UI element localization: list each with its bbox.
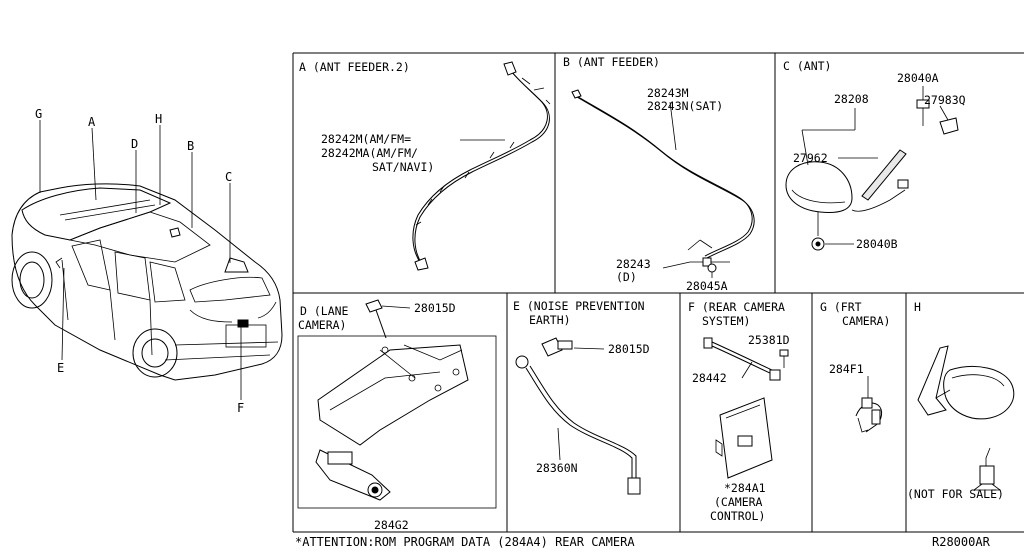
panel-grid [292,52,1024,533]
car-overview: G A D H B C E F [11,107,283,415]
part-28208: 28208 [834,92,869,106]
car-letter-b: B [187,139,194,153]
panel-g-title-1: G (FRT [820,300,862,314]
panel-b-title: B (ANT FEEDER) [563,55,660,69]
panel-d: D (LANE CAMERA) 28015D 284G2 [297,299,497,532]
part-28243m: 28243M [647,86,689,100]
part-25381d: 25381D [748,333,790,347]
panel-c-title: C (ANT) [783,59,831,73]
car-letter-e: E [57,361,64,375]
panel-c: C (ANT) 28208 28040B 27962 28040A 27983Q [783,59,966,251]
part-27962: 27962 [793,151,828,165]
part-28045a: 28045A [686,279,728,293]
part-284g2: 284G2 [374,518,409,532]
part-28015d-d: 28015D [414,301,456,315]
diagram-id: R28000AR [932,535,991,549]
panel-d-title-1: D (LANE [300,304,349,318]
part-28040b: 28040B [856,237,898,251]
part-28442: 28442 [692,371,727,385]
panel-f: F (REAR CAMERA SYSTEM) 28442 25381D *284… [688,300,790,523]
panel-e: E (NOISE PREVENTION EARTH) 28015D 28360N [513,299,650,495]
panel-a-title: A (ANT FEEDER.2) [299,60,410,74]
part-28243n: 28243N(SAT) [647,99,723,113]
panel-g: G (FRT CAMERA) 284F1 [820,300,890,433]
panel-f-title-1: F (REAR CAMERA [688,300,785,314]
panel-e-title-1: E (NOISE PREVENTION [513,299,645,313]
panel-e-title-2: EARTH) [529,313,571,327]
part-28243: 28243 [616,257,651,271]
car-letter-g: G [35,107,42,121]
panel-f-title-2: SYSTEM) [702,314,750,328]
part-28242ma-note: SAT/NAVI) [372,160,434,174]
car-letter-c: C [225,170,232,184]
part-28015d-e: 28015D [608,342,650,356]
car-letter-h: H [155,112,162,126]
car-letter-a: A [88,115,96,129]
part-28040a: 28040A [897,71,939,85]
part-284a1: *284A1 [724,481,766,495]
part-27983q: 27983Q [924,93,966,107]
not-for-sale-note: (NOT FOR SALE) [907,487,1004,501]
car-letter-f: F [237,401,244,415]
panel-h-title: H [914,300,921,314]
panel-d-title-2: CAMERA) [298,318,346,332]
part-28242m: 28242M(AM/FM= [321,132,411,146]
panel-a: A (ANT FEEDER.2) 28242M(AM/FM= 28242MA(A… [299,60,551,271]
part-28242ma: 28242MA(AM/FM/ [321,146,418,160]
part-284f1: 284F1 [829,362,864,376]
part-28360n: 28360N [536,461,578,475]
car-letter-d: D [131,137,138,151]
panel-b: B (ANT FEEDER) 28243M 28243N(SAT) 28243 … [563,55,755,293]
panel-g-title-2: CAMERA) [842,314,890,328]
part-284a1-note-2: CONTROL) [710,509,765,523]
part-28243-note: (D) [616,270,637,284]
attention-note: *ATTENTION:ROM PROGRAM DATA (284A4) REAR… [295,535,635,549]
part-284a1-note-1: (CAMERA [714,495,763,509]
panel-h: H (NOT FOR SALE) [907,300,1015,501]
